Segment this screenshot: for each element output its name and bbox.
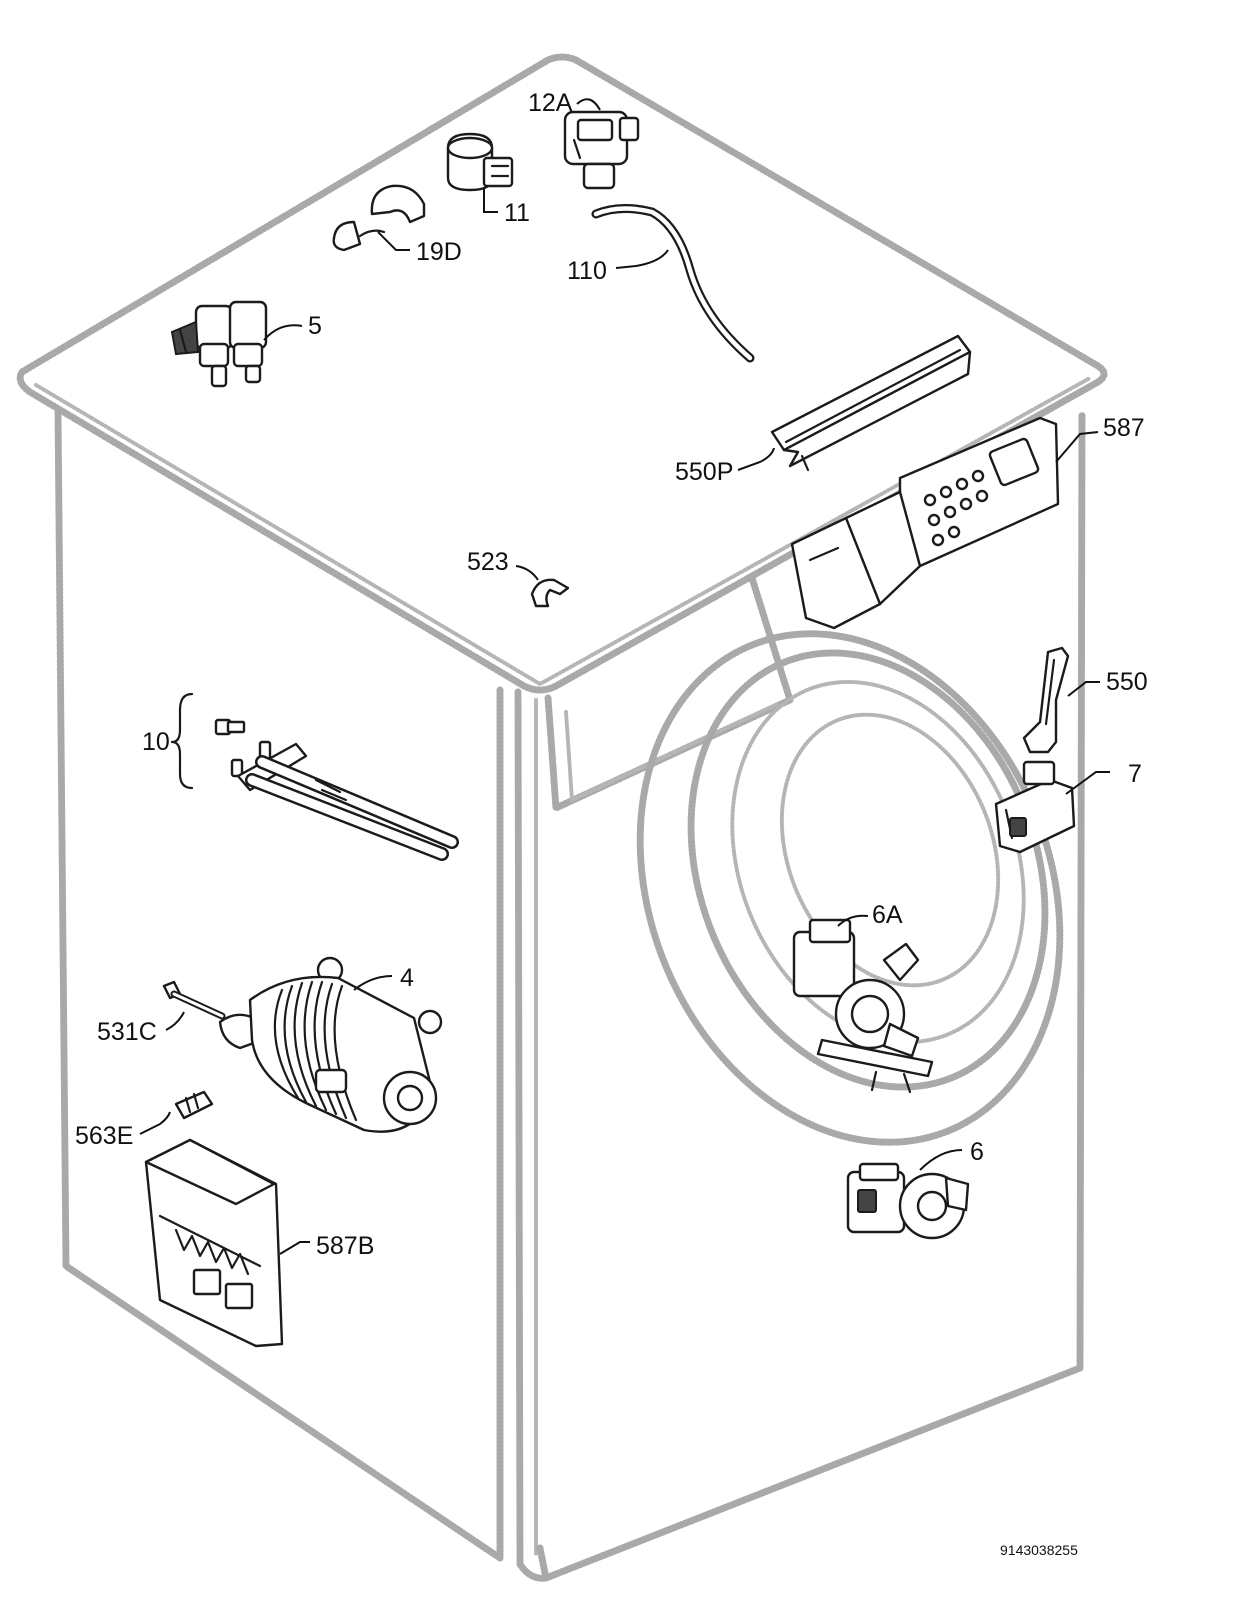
clip-part[interactable] bbox=[530, 578, 570, 608]
connector-part[interactable] bbox=[174, 1090, 214, 1120]
callout-587-leader bbox=[1055, 431, 1099, 463]
power-module-part[interactable] bbox=[144, 1138, 284, 1348]
pump-part[interactable] bbox=[846, 1162, 970, 1240]
callout-110-leader bbox=[615, 249, 669, 269]
callout-563E-leader bbox=[139, 1111, 171, 1135]
callout-6A-leader bbox=[837, 914, 869, 927]
callout-6A: 6A bbox=[872, 901, 903, 929]
callout-531C: 531C bbox=[97, 1018, 157, 1046]
door-lock-part[interactable] bbox=[994, 760, 1076, 854]
door-handle-part[interactable] bbox=[1022, 646, 1070, 754]
callout-587: 587 bbox=[1103, 414, 1145, 442]
callout-523: 523 bbox=[467, 548, 509, 576]
callout-587B: 587B bbox=[316, 1232, 374, 1260]
pressure-hose-part[interactable] bbox=[591, 204, 755, 363]
capacitor-part[interactable] bbox=[446, 132, 514, 192]
drawing-number: 9143038255 bbox=[1000, 1542, 1078, 1558]
callout-12A: 12A bbox=[528, 89, 573, 117]
callout-11: 11 bbox=[504, 199, 530, 227]
inlet-valve-part[interactable] bbox=[170, 300, 268, 388]
callout-550P: 550P bbox=[675, 458, 733, 486]
callout-550: 550 bbox=[1106, 668, 1148, 696]
callout-7-leader bbox=[1065, 771, 1110, 795]
callout-550-leader bbox=[1067, 681, 1100, 697]
heating-element-part[interactable] bbox=[170, 692, 459, 861]
cable-clamp-part[interactable] bbox=[332, 184, 426, 252]
callout-11-leader bbox=[483, 188, 498, 213]
drain-pump-part[interactable] bbox=[792, 918, 934, 1094]
callout-19D: 19D bbox=[416, 238, 462, 266]
bolt-part[interactable] bbox=[162, 980, 226, 1020]
callout-563E: 563E bbox=[75, 1122, 133, 1150]
callout-4: 4 bbox=[400, 964, 414, 992]
pressure-switch-part[interactable] bbox=[563, 110, 640, 190]
callout-550P-leader bbox=[737, 447, 775, 471]
callout-12A-leader bbox=[576, 98, 601, 111]
callout-110: 110 bbox=[567, 257, 607, 285]
callout-4-leader bbox=[353, 975, 393, 991]
control-panel-trim-part[interactable] bbox=[770, 334, 972, 472]
electronic-board-part[interactable] bbox=[790, 416, 1060, 630]
callout-5-leader bbox=[263, 324, 303, 341]
callout-531C-leader bbox=[165, 1011, 185, 1031]
callout-587B-leader bbox=[279, 1241, 310, 1255]
callout-19D-leader bbox=[377, 231, 410, 251]
callout-10: 10 bbox=[142, 728, 170, 756]
callout-6: 6 bbox=[970, 1138, 984, 1166]
motor-part[interactable] bbox=[218, 956, 443, 1133]
cabinet-outline bbox=[16, 53, 1108, 1582]
callout-5: 5 bbox=[308, 312, 322, 340]
callout-523-leader bbox=[515, 565, 539, 581]
callout-7: 7 bbox=[1128, 760, 1142, 788]
callout-6-leader bbox=[919, 1149, 963, 1171]
